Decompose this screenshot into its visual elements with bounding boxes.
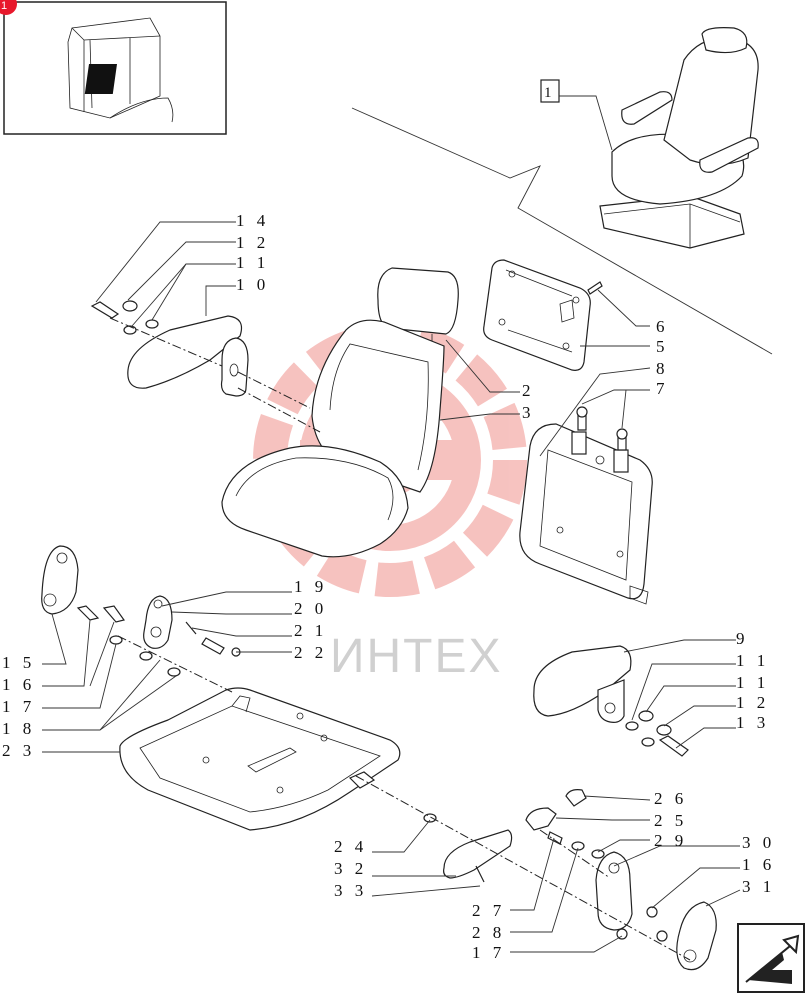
callout-32: 3 2 — [334, 859, 367, 878]
callout-3: 3 — [522, 403, 535, 422]
callout-2: 2 — [522, 381, 535, 400]
seat-pan — [119, 687, 401, 831]
section-divider — [351, 107, 773, 355]
washer-28 — [571, 841, 585, 851]
bolt-27 — [547, 831, 563, 845]
callout-7: 7 — [656, 379, 669, 398]
arrow-next-icon — [748, 952, 792, 984]
washer-11d — [625, 721, 639, 731]
washer-12b — [656, 724, 672, 736]
washer-11b — [145, 319, 159, 329]
callout-21: 2 1 — [294, 621, 327, 640]
callout-26: 2 6 — [654, 789, 687, 808]
callout-5: 5 — [656, 337, 669, 356]
callout-labels: 1 4 1 2 1 1 1 0 6 5 8 7 2 3 1 9 2 0 2 1 … — [2, 211, 775, 962]
washer-11c — [638, 710, 654, 722]
washer-29 — [591, 849, 605, 859]
callout-11b: 1 1 — [736, 651, 769, 670]
callout-9: 9 — [736, 629, 749, 648]
tractor-cab-thumbnail: 1 — [0, 0, 227, 135]
seat-back-frame — [519, 423, 653, 605]
callout-23: 2 3 — [2, 741, 35, 760]
watermark-text: ИНТЕХ — [330, 630, 503, 683]
nut-16b — [656, 930, 668, 942]
armrest-right — [533, 645, 632, 723]
ref-box — [540, 79, 560, 103]
callout-14: 1 4 — [236, 211, 269, 230]
frame-stud-right — [613, 449, 629, 473]
washer-24 — [423, 813, 437, 823]
ref-box-label: 1 — [544, 85, 552, 101]
bolt-14 — [90, 301, 120, 319]
washer-12 — [122, 300, 138, 312]
callout-11: 1 1 — [236, 253, 269, 272]
callout-19: 1 9 — [294, 577, 327, 596]
washer-18b — [167, 667, 181, 677]
callout-33: 3 3 — [334, 881, 367, 900]
callout-13: 1 3 — [736, 713, 769, 732]
page-badge-text: 1 — [1, 0, 7, 12]
callout-17: 1 7 — [2, 697, 35, 716]
armrest-left — [127, 315, 249, 397]
seat-assembly-reference: 1 — [540, 27, 759, 249]
bolt-16a — [76, 605, 100, 621]
spring-21 — [185, 621, 197, 635]
frame-stud-left — [571, 431, 587, 455]
bolt-16b — [102, 605, 126, 623]
callout-22: 2 2 — [294, 643, 327, 662]
washer-12c — [641, 737, 655, 747]
callout-6: 6 — [656, 317, 669, 336]
callout-24: 2 4 — [334, 837, 367, 856]
bolt-13 — [658, 735, 689, 757]
callout-30: 3 0 — [742, 833, 775, 852]
callout-16b: 1 6 — [742, 855, 775, 874]
lever-assembly-right — [443, 789, 717, 971]
callout-27: 2 7 — [472, 901, 505, 920]
screw-6 — [587, 281, 603, 295]
callout-11c: 1 1 — [736, 673, 769, 692]
nut-17b — [616, 928, 628, 940]
callout-16: 1 6 — [2, 675, 35, 694]
washer-18a — [139, 651, 153, 661]
washer-11a — [123, 325, 137, 335]
leader-lines — [42, 221, 741, 953]
nut-30 — [646, 906, 658, 918]
callout-31: 3 1 — [742, 877, 775, 896]
callout-25: 2 5 — [654, 811, 687, 830]
callout-18: 1 8 — [2, 719, 35, 738]
callout-28: 2 8 — [472, 923, 505, 942]
lever-bracket-left — [41, 545, 173, 649]
pin-22a — [201, 637, 225, 655]
callout-15: 1 5 — [2, 653, 35, 672]
callout-17b: 1 7 — [472, 943, 505, 962]
backrest-mounting-plate — [483, 259, 591, 371]
next-page-button[interactable] — [737, 923, 805, 993]
callout-12b: 1 2 — [736, 693, 769, 712]
callout-20: 2 0 — [294, 599, 327, 618]
callout-8: 8 — [656, 359, 669, 378]
callout-10: 1 0 — [236, 275, 269, 294]
page-badge — [0, 0, 17, 15]
callout-29: 2 9 — [654, 831, 687, 850]
callout-12: 1 2 — [236, 233, 269, 252]
seat-cushion-and-backrest — [221, 267, 459, 558]
